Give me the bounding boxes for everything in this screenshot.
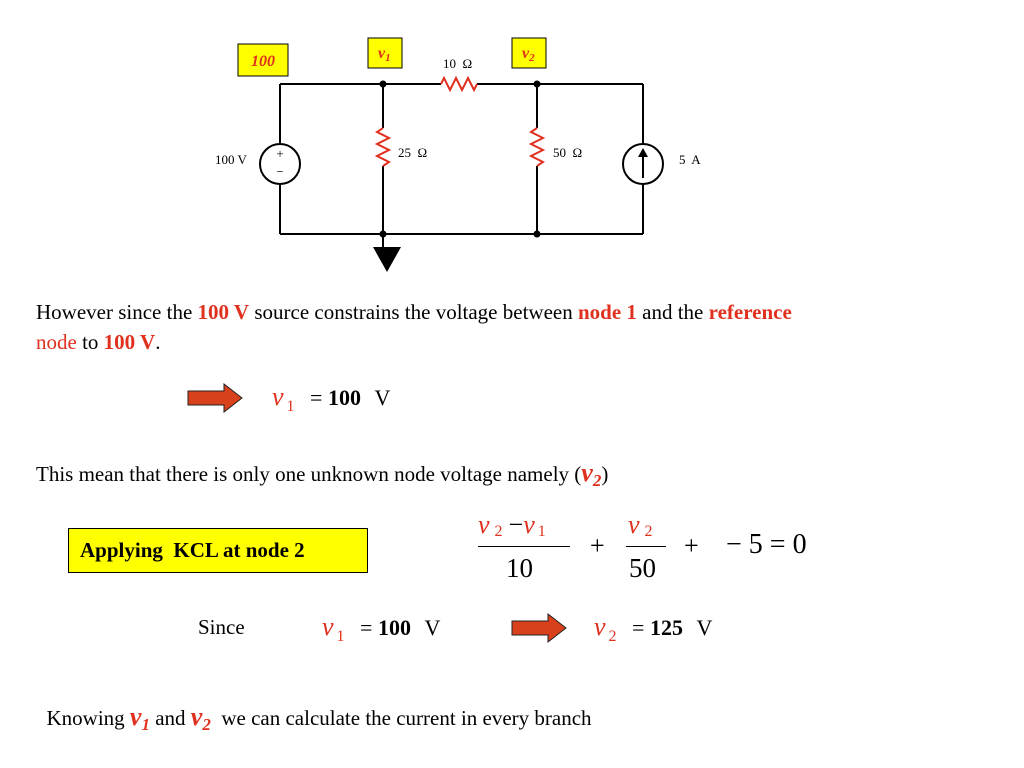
frac2-line [626, 546, 666, 547]
text-fragment: we can calculate the current in every br… [210, 706, 592, 730]
highlight-reference: reference [708, 300, 792, 324]
eq-sub: 2 [494, 523, 503, 540]
eq-var: v [478, 510, 490, 539]
node-dot-bottom-right [533, 230, 541, 238]
eq-tail: − 5 = 0 [726, 529, 807, 560]
eq-sub: 1 [286, 398, 295, 415]
text-fragment: Knowing [46, 706, 130, 730]
text-fragment: ) [601, 462, 609, 486]
eq-sub: 1 [336, 628, 345, 645]
text-fragment: and the [636, 300, 709, 324]
r50-label: 50 Ω [553, 145, 582, 160]
eq-equals: = [310, 385, 323, 410]
text-fragment: to [76, 330, 104, 354]
node2-label: v2 [522, 45, 535, 64]
frac1-line [478, 546, 570, 547]
var-v2-sub: 2 [592, 471, 602, 490]
r25-label: 25 Ω [398, 145, 427, 160]
vs-plus-sign: + [276, 146, 283, 161]
eq-unit: V [374, 385, 391, 410]
text-fragment: This mean that there is only one unknown… [36, 462, 582, 486]
var-v1: v [129, 702, 142, 731]
eq-sub: 1 [537, 523, 546, 540]
eq-var: v [272, 382, 284, 411]
text-fragment: However since the [36, 300, 198, 324]
node2-label-box [511, 37, 547, 69]
implies-arrow-icon-2 [511, 613, 567, 643]
eq-sub: 2 [608, 628, 617, 645]
voltage-source [259, 143, 301, 185]
text-fragment: source constrains the voltage between [249, 300, 578, 324]
resistor-25-ohm [374, 127, 392, 167]
vs-minus-sign: − [276, 164, 283, 179]
highlight-node-1: node 1 [577, 300, 637, 324]
frac1-denominator: 10 [506, 553, 533, 583]
eq-var: v [322, 612, 334, 641]
var-v1-sub: 1 [141, 715, 150, 734]
eq-sub: 2 [644, 523, 653, 540]
paragraph-knowing: Knowing v1 and v2 we can calculate the c… [36, 672, 996, 735]
circuit-diagram: 100 v1 v2 10 Ω 25 Ω 50 Ω 100 V + − 5 A [215, 37, 701, 272]
resistor-10-ohm [440, 75, 478, 93]
eq-equals: = [632, 615, 645, 640]
node-dot-bottom-left [379, 230, 387, 238]
plus-sign-2: + [684, 531, 699, 560]
current-arrowhead-icon [638, 148, 648, 157]
text-fragment: . [155, 330, 161, 354]
node-dot-2 [533, 80, 541, 88]
eq-value: 100 [377, 615, 411, 640]
paragraph-one-unknown: This mean that there is only one unknown… [36, 458, 996, 491]
eq-var: v [594, 612, 606, 641]
paragraph-constraint: However since the 100 V source constrain… [36, 297, 996, 357]
since-label: Since [198, 615, 245, 639]
text-fragment: and [149, 706, 191, 730]
node-value-box [237, 43, 289, 77]
var-v2: v [190, 702, 203, 731]
highlight-100v: 100 V [197, 300, 250, 324]
kcl-label-box: Applying KCL at node 2 [68, 528, 368, 573]
current-source-label: 5 A [679, 152, 701, 167]
voltage-source-label: 100 V [215, 152, 248, 167]
node-dot-1 [379, 80, 387, 88]
var-v2: v [581, 458, 593, 487]
ground-arrow-icon [373, 247, 401, 272]
kcl-label-text: Applying KCL at node 2 [80, 538, 305, 562]
eq-var: v [523, 510, 535, 539]
node1-label-box [367, 37, 403, 69]
var-v2-sub: 2 [202, 715, 211, 734]
highlight-100v-2: 100 V [103, 330, 156, 354]
plus-sign-1: + [590, 531, 605, 560]
eq-var: v [628, 510, 640, 539]
node-value-text: 100 [251, 53, 275, 70]
eq-value: 100 [327, 385, 361, 410]
resistor-50-ohm [528, 127, 546, 167]
highlight-node: node [36, 330, 77, 354]
eq-unit: V [696, 615, 713, 640]
eq-minus: − [508, 510, 524, 539]
eq-unit: V [424, 615, 441, 640]
implies-arrow-icon [187, 383, 243, 413]
frac2-denominator: 50 [629, 553, 656, 583]
r10-label: 10 Ω [443, 56, 472, 71]
eq-equals: = [360, 615, 373, 640]
eq-value: 125 [649, 615, 683, 640]
node1-label: v1 [378, 45, 391, 64]
